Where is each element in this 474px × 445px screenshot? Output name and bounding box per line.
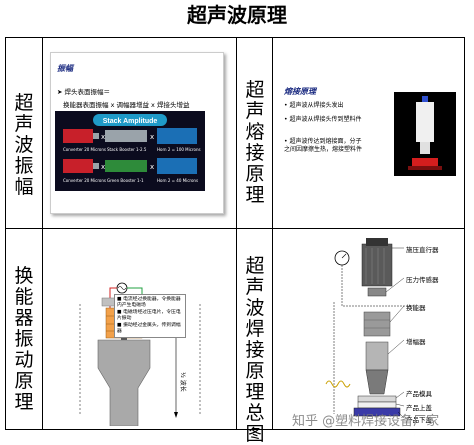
multiply-sign-2: x: [150, 133, 154, 141]
bottom-label-converter: Converter 20 Microns: [63, 178, 106, 183]
product-top: [357, 395, 397, 403]
amplitude-slide: 振幅 ➤ 焊头表面振幅＝ 换能器表面振幅 x 调幅器增益 x 焊接头增益 Sta…: [50, 52, 224, 214]
multiply-sign-4: x: [150, 163, 154, 171]
horn-body: [97, 339, 151, 426]
transducer-slide: ½ 波长 ■ 电流经过换能器，令换能器内产生电磁场 ■ 电磁场经过压电片，令压电…: [50, 276, 230, 426]
amplitude-bullet: ➤ 焊头表面振幅＝: [57, 88, 111, 96]
label-pressure-sensor: 压力传感器: [406, 276, 439, 284]
grid-divider-bl-label: [42, 229, 43, 429]
stack-amplitude-title: Stack Amplitude: [103, 118, 158, 125]
half-wave-label: ½ 波长: [179, 372, 187, 392]
bullet-square-icon: ■: [117, 297, 124, 302]
transducer-part: [363, 311, 391, 337]
multiply-sign-1: x: [101, 133, 105, 141]
bottom-label-booster: Green Booster 1-1: [107, 178, 144, 183]
label-mold: 产品模具: [406, 390, 432, 398]
converter-top-neck: [93, 133, 99, 139]
bullet-square-icon: ■: [117, 322, 124, 328]
top-label-converter: Converter 20 Microns: [63, 147, 106, 152]
transducer-bullet-3: ■ 振动经过金属头，传到调幅器: [117, 322, 181, 335]
page-title: 超声波原理: [187, 3, 287, 27]
transducer-bullet-1: ■ 电流经过换能器，令换能器内产生电磁场: [117, 297, 181, 309]
diagram-grid: 超声波振幅 超声熔接原理 换能器振动原理 超声波焊接原理总图 振幅 ➤ 焊头表面…: [5, 37, 465, 445]
grid-divider-tl-label: [42, 38, 43, 228]
overview-diagram: 施压直行器 压力传感器 换能器 增幅器 产品模具 产品上盖 产品下盖: [280, 234, 462, 428]
converter-bottom: [63, 159, 93, 173]
weld-glow-red: [408, 166, 442, 170]
cell-label-overview: 超声波焊接原理总图: [245, 255, 265, 445]
stack-amplitude-title-bar: [93, 114, 167, 126]
stack-amplitude-graphic: Stack Amplitude x x Converter 20 Microns…: [55, 111, 205, 191]
fusion-bullet-2: • 超声波从焊接头传到塑料件: [284, 116, 362, 123]
frame-line: [341, 265, 416, 307]
label-product-top: 产品上盖: [406, 404, 432, 412]
booster-part: [365, 341, 389, 371]
cell-label-transducer: 换能器振动原理: [14, 265, 34, 413]
label-transducer: 换能器: [406, 304, 426, 312]
fusion-bullet-1: • 超声波从焊接头发出: [284, 102, 344, 109]
actuator-body: [361, 243, 393, 287]
grid-divider-vertical-center: [236, 38, 237, 429]
horn-neck-white: [420, 142, 430, 154]
transducer-bullet-2: ■ 电磁场经过压电片，令压电片振动: [117, 309, 181, 322]
amplitude-formula: 换能器表面振幅 x 调幅器增益 x 焊接头增益: [63, 101, 190, 109]
product-fixture: [353, 407, 401, 417]
booster-top: [105, 130, 147, 142]
product-bottom: [357, 401, 397, 409]
cell-label-fusion: 超声熔接原理: [245, 79, 265, 206]
bullet-dot-icon: •: [284, 116, 290, 123]
actuator-top: [366, 238, 388, 246]
bullet-arrow-icon: ➤: [57, 88, 65, 96]
transducer-text-box: ■ 电流经过换能器，令换能器内产生电磁场 ■ 电磁场经过压电片，令压电片振动 ■…: [114, 294, 186, 339]
fusion-heading: 熔接原理: [284, 86, 316, 96]
vibration-wave: [325, 380, 351, 388]
bullet-dot-icon: •: [284, 138, 290, 145]
booster-bottom: [105, 160, 147, 172]
converter-top: [63, 129, 93, 143]
watermark: 知乎 @塑料焊接设备厂家: [292, 414, 440, 429]
amplitude-heading: 振幅: [57, 63, 73, 73]
fusion-illustration: [394, 92, 456, 176]
label-booster: 增幅器: [406, 338, 426, 346]
bottom-label-horn: Horn 2 = 40 Microns: [157, 178, 198, 183]
pressure-sensor: [367, 287, 387, 297]
cell-label-amplitude: 超声波振幅: [14, 92, 34, 198]
horn-top: [157, 128, 197, 144]
bullet-dot-icon: •: [284, 102, 290, 109]
converter-bottom-neck: [93, 163, 99, 169]
grid-divider-br-label: [272, 229, 273, 429]
grid-divider-tr-label: [272, 38, 273, 228]
ac-wave-icon: [117, 286, 127, 290]
overview-illustration: [325, 238, 416, 419]
horn-tip-blue: [422, 96, 428, 102]
bullet-square-icon: ■: [117, 309, 124, 315]
horn-body-white: [416, 102, 434, 142]
label-product-bottom: 产品下盖: [406, 416, 432, 424]
grid-divider-horizontal: [6, 228, 464, 229]
weld-part-red: [412, 158, 438, 166]
fusion-slide: 熔接原理 • 超声波从焊接头发出 • 超声波从焊接头传到塑料件 • 超声波传达到…: [280, 78, 460, 198]
multiply-sign-3: x: [101, 163, 105, 171]
horn-part: [365, 369, 389, 395]
top-label-booster: Stack Booster 1-2.5: [107, 147, 147, 152]
label-actuator: 施压直行器: [406, 246, 439, 254]
fusion-bullet-3: • 超声波传达到熔接面，分子之间因摩擦生热，熔接塑料件: [284, 138, 363, 153]
horn-bottom: [157, 158, 197, 174]
top-label-horn: Horn 2 = 100 Microns: [157, 147, 201, 152]
